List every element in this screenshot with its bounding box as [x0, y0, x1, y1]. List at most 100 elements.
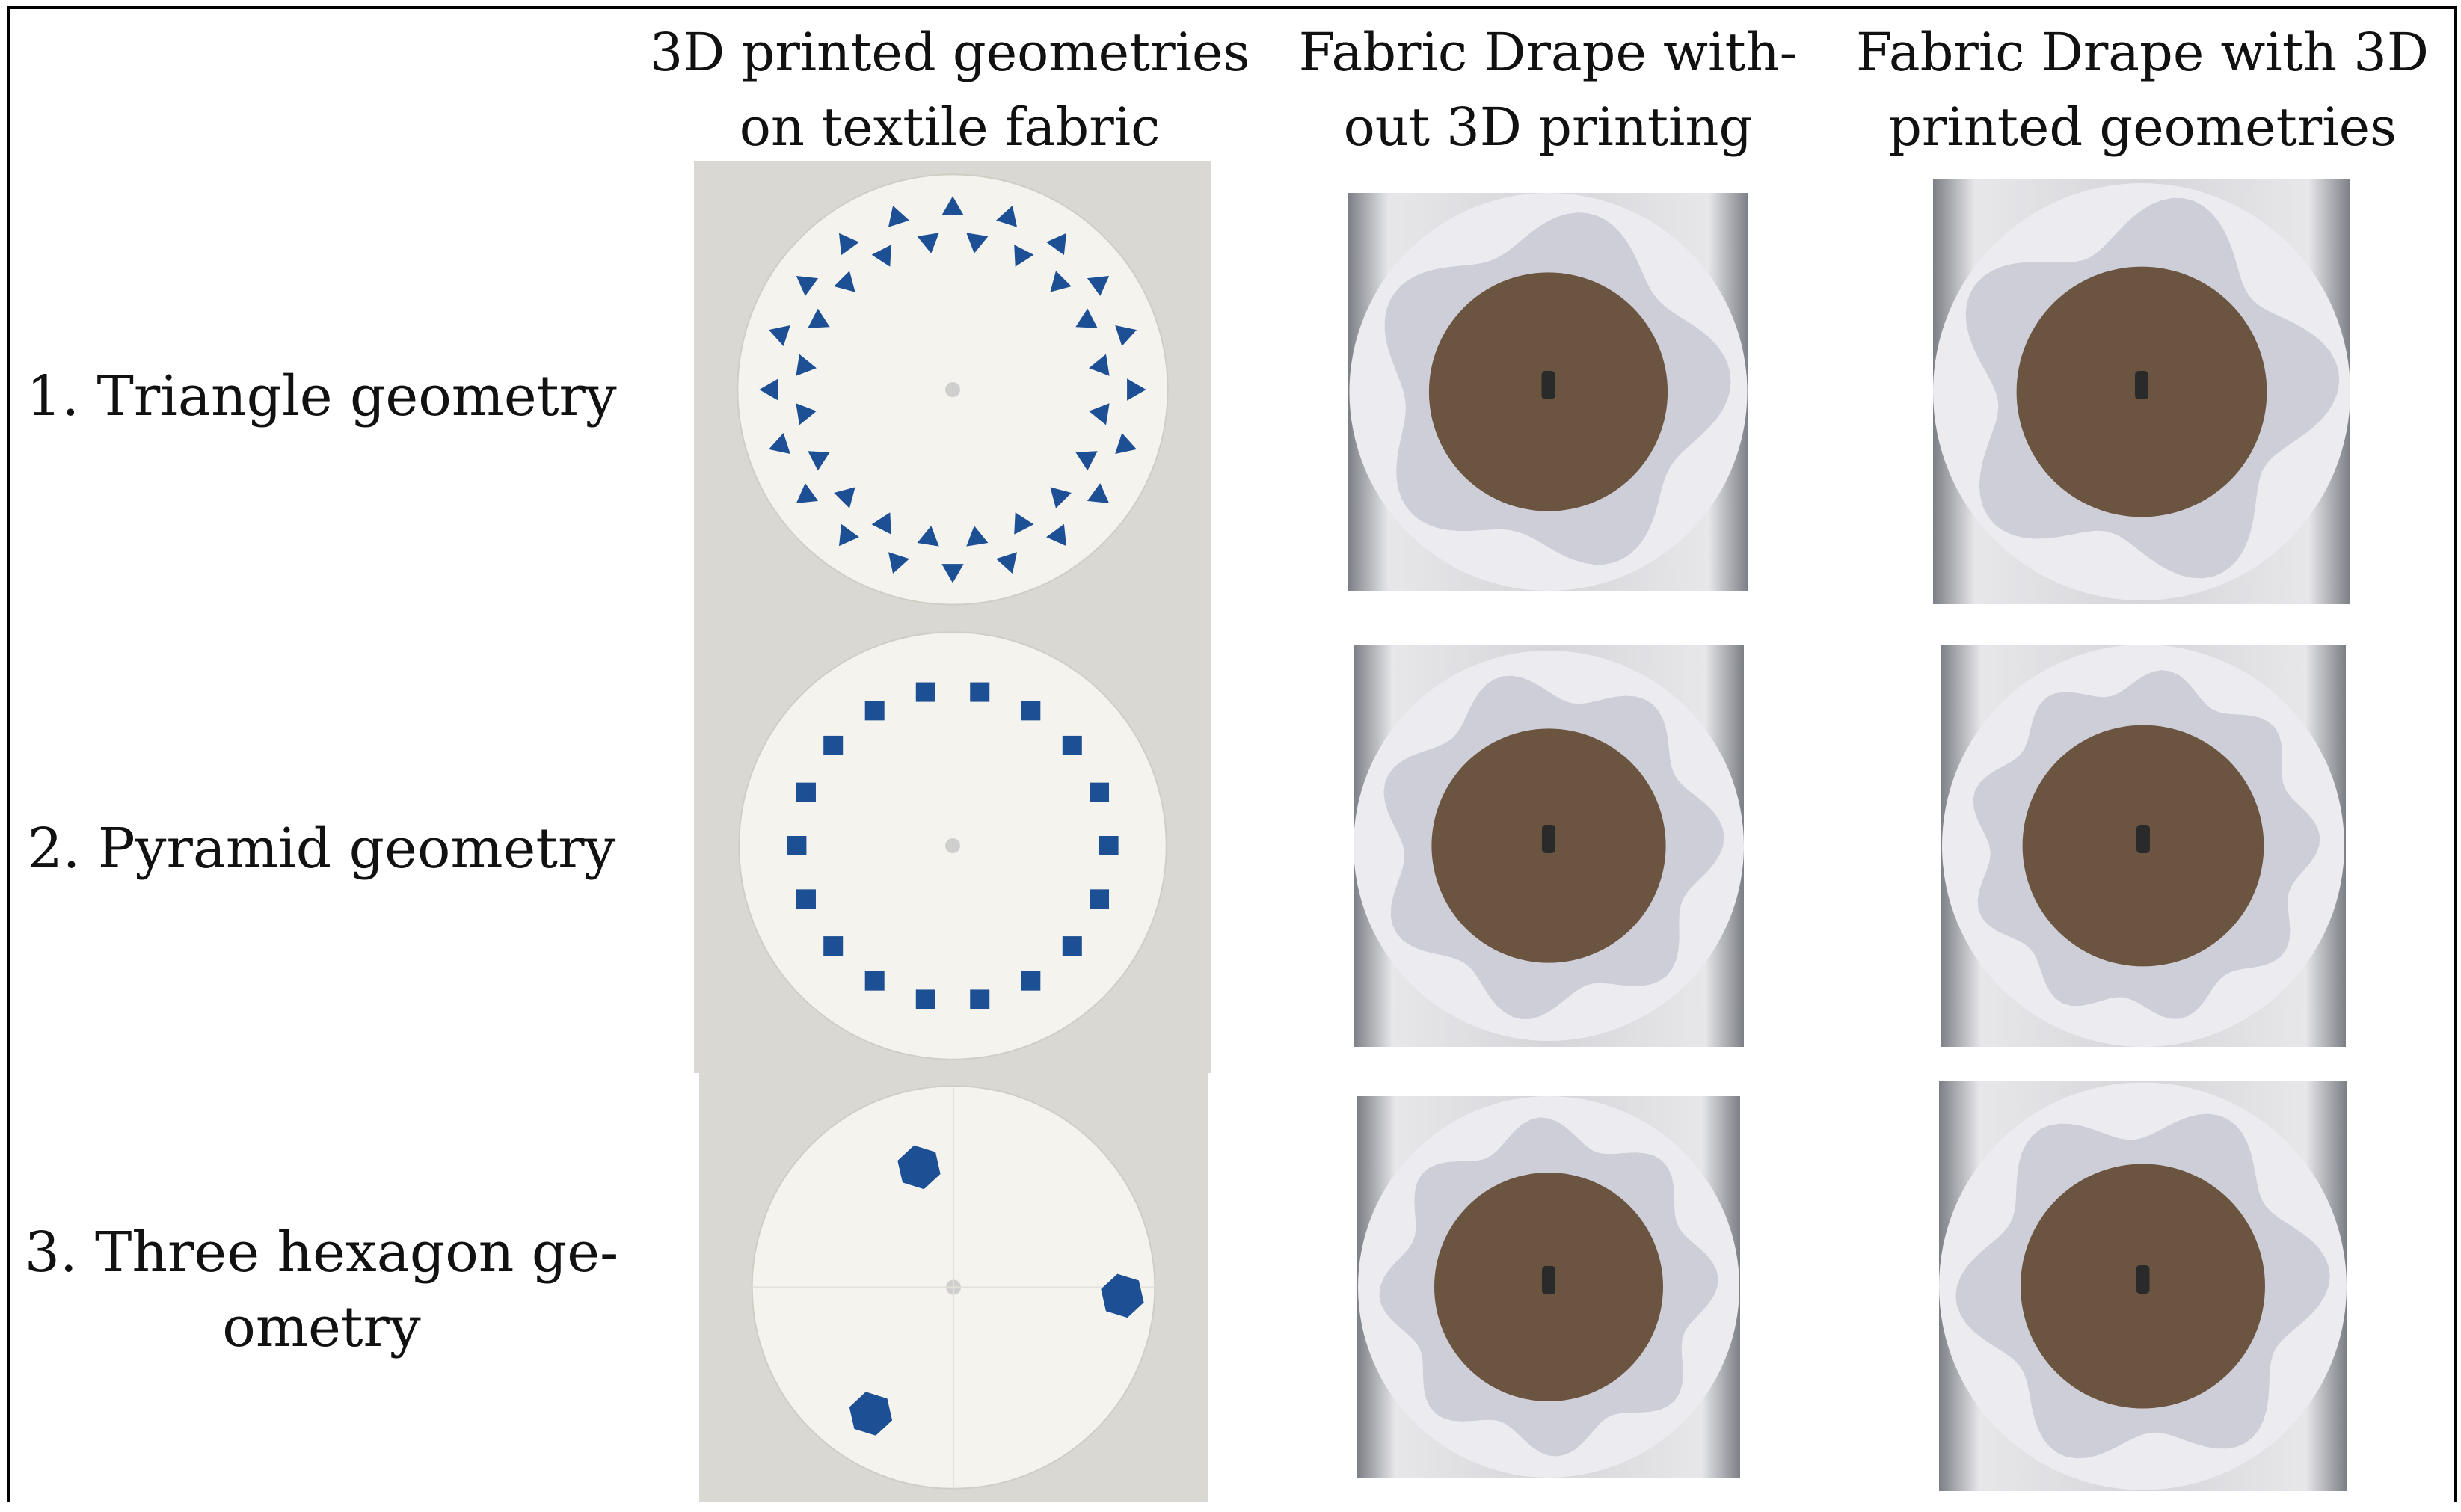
printed-hexagon	[1101, 1273, 1144, 1318]
photo-pyramid-flat	[694, 618, 1211, 1073]
center-pin	[1542, 825, 1555, 853]
row-label-line: 1. Triangle geometry	[26, 364, 617, 428]
center-pin	[1542, 1266, 1555, 1294]
photo-pyramid-drape-without	[1354, 645, 1744, 1047]
printed-triangle	[871, 245, 891, 267]
printed-square	[970, 989, 990, 1009]
printed-triangle	[1050, 487, 1072, 508]
printed-triangle	[1087, 276, 1110, 296]
printed-square	[1090, 889, 1110, 909]
table-top-rule	[7, 6, 2457, 9]
printed-triangle	[1115, 325, 1137, 346]
printed-triangle	[888, 206, 909, 227]
printed-square	[915, 682, 935, 702]
printed-triangle	[941, 564, 964, 583]
fabric-square-pattern	[738, 631, 1167, 1060]
printed-triangle	[871, 512, 891, 535]
center-pin	[2135, 371, 2148, 399]
printed-triangle	[1046, 523, 1066, 547]
photo-triangle-drape-with	[1933, 179, 2350, 604]
fabric-hexagon-pattern	[751, 1085, 1156, 1490]
printed-triangle	[796, 276, 819, 296]
printed-triangle	[1115, 433, 1137, 454]
printed-triangle	[1014, 512, 1034, 535]
column-header-drape-without: Fabric Drape with- out 3D printing	[1264, 15, 1832, 165]
printed-square	[864, 971, 885, 991]
printed-square	[787, 836, 807, 855]
photo-hexagon-flat	[699, 1073, 1208, 1502]
printed-triangle	[769, 433, 790, 454]
table-left-rule	[7, 6, 10, 1502]
header-line: on textile fabric	[739, 96, 1161, 158]
printed-triangle	[1087, 483, 1110, 503]
printed-square	[1021, 971, 1041, 991]
printed-triangle	[1127, 378, 1146, 401]
drape-image	[1354, 651, 1744, 1041]
drape-image	[1939, 1082, 2347, 1490]
printed-triangle	[966, 233, 989, 253]
printed-triangle	[917, 526, 939, 547]
column-header-printed-fabric: 3D printed geometries on textile fabric	[643, 15, 1256, 165]
printed-triangle	[996, 206, 1017, 227]
center-pin	[2136, 825, 2150, 853]
header-line: Fabric Drape with-	[1298, 22, 1798, 83]
printed-triangle	[808, 308, 830, 328]
printed-square	[1062, 735, 1082, 755]
photo-pyramid-drape-with	[1941, 645, 2346, 1047]
drape-image	[1942, 645, 2344, 1047]
printed-hexagon	[849, 1392, 893, 1436]
drape-image	[1358, 1096, 1739, 1478]
printed-triangle	[888, 552, 909, 574]
header-line: 3D printed geometries	[649, 22, 1250, 83]
printed-square	[1021, 701, 1041, 721]
photo-triangle-flat	[694, 161, 1211, 618]
printed-triangle	[834, 487, 855, 508]
printed-triangle	[839, 523, 859, 547]
column-header-drape-with: Fabric Drape with 3D printed geometries	[1847, 15, 2438, 165]
header-line: printed geometries	[1888, 96, 2397, 158]
printed-triangle	[796, 483, 819, 503]
printed-square	[970, 682, 990, 702]
printed-triangle	[1014, 245, 1034, 267]
printed-triangle	[1089, 354, 1110, 376]
center-pin	[1541, 371, 1555, 399]
printed-triangle	[839, 233, 859, 256]
row-label-triangle: 1. Triangle geometry	[15, 359, 628, 434]
drape-image	[1349, 193, 1748, 591]
printed-square	[1062, 936, 1082, 956]
printed-triangle	[1075, 308, 1098, 328]
row-label-line: 3. Three hexagon ge-	[24, 1220, 619, 1285]
printed-triangle	[1075, 451, 1098, 471]
row-label-line: ometry	[222, 1295, 421, 1359]
drape-image	[1933, 183, 2350, 600]
printed-triangle	[808, 451, 830, 471]
center-pin	[2136, 1265, 2150, 1294]
header-line: Fabric Drape with 3D	[1856, 22, 2429, 83]
row-label-line: 2. Pyramid geometry	[27, 817, 616, 881]
printed-square	[823, 735, 844, 755]
printed-square	[796, 782, 816, 802]
printed-square	[796, 889, 816, 909]
printed-triangle	[796, 403, 817, 425]
fabric-triangle-pattern	[737, 173, 1169, 606]
photo-hexagon-drape-without	[1357, 1096, 1740, 1478]
printed-square	[823, 936, 844, 956]
printed-triangle	[834, 271, 855, 292]
printed-triangle	[1050, 271, 1072, 292]
row-label-hexagon: 3. Three hexagon ge- ometry	[15, 1215, 628, 1365]
printed-triangle	[769, 325, 790, 346]
printed-triangle	[966, 526, 989, 547]
printed-triangle	[941, 196, 964, 215]
photo-hexagon-drape-with	[1939, 1081, 2347, 1491]
printed-triangle	[996, 552, 1017, 574]
printed-triangle	[1046, 233, 1066, 256]
printed-square	[1090, 782, 1110, 802]
printed-square	[915, 989, 935, 1009]
header-line: out 3D printing	[1343, 96, 1753, 158]
table-right-rule	[2454, 6, 2457, 1502]
printed-square	[864, 701, 885, 721]
printed-triangle	[759, 378, 778, 401]
printed-triangle	[796, 354, 817, 376]
printed-square	[1099, 836, 1119, 855]
